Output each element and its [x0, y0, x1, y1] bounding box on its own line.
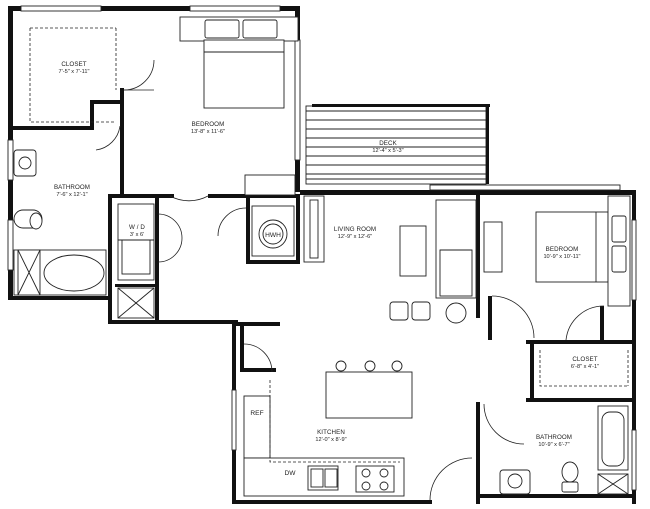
washer-dryer [117, 203, 183, 319]
bathroom-1-dims: 7'-6" x 12'-1" [56, 192, 87, 198]
bedroom-2-name: BEDROOM [546, 246, 579, 253]
bathroom-2-dims: 10'-9" x 6'-7" [538, 442, 569, 448]
closet-1-name: CLOSET [61, 61, 86, 68]
bedroom-1-furniture [169, 16, 299, 202]
living-room-furniture [303, 195, 503, 324]
living-room-name: LIVING ROOM [334, 226, 376, 233]
wd-dims: 3' x 6' [130, 232, 144, 238]
water-heater [217, 205, 295, 257]
walls [8, 6, 636, 504]
deck [305, 104, 490, 185]
bathroom-1-name: BATHROOM [54, 184, 90, 191]
wd-name: W / D [129, 224, 145, 231]
closet-2-dims: 6'-8" x 4'-1" [571, 364, 599, 370]
deck-name: DECK [379, 140, 397, 147]
closet-2 [539, 350, 629, 387]
windows [7, 5, 637, 491]
bathroom-2-name: BATHROOM [536, 434, 572, 441]
refrigerator-label: REF [250, 410, 263, 417]
bedroom-1-name: BEDROOM [192, 121, 225, 128]
deck-dims: 12'-4" x 5'-3" [372, 148, 403, 154]
closet-2-name: CLOSET [572, 356, 597, 363]
bedroom-2-furniture [491, 195, 631, 341]
closet-1-dims: 7'-5" x 7'-11" [59, 69, 90, 75]
bedroom-2-dims: 10'-9" x 10'-11" [543, 254, 580, 260]
bedroom-1-dims: 13'-8" x 11'-6" [191, 129, 225, 135]
bathroom-1-fixtures [13, 125, 121, 296]
kitchen-fixtures [243, 343, 473, 501]
water-heater-label: HWH [265, 232, 281, 239]
kitchen-dims: 12'-0" x 8'-9" [315, 437, 346, 443]
living-room-dims: 12'-9" x 12'-6" [338, 234, 372, 240]
dishwasher-label: DW [285, 470, 297, 477]
bathroom-2-fixtures [483, 403, 629, 495]
closet-1 [29, 27, 155, 123]
kitchen-name: KITCHEN [317, 429, 345, 436]
room-labels: CLOSET 7'-5" x 7'-11" BEDROOM 13'-8" x 1… [54, 61, 599, 477]
